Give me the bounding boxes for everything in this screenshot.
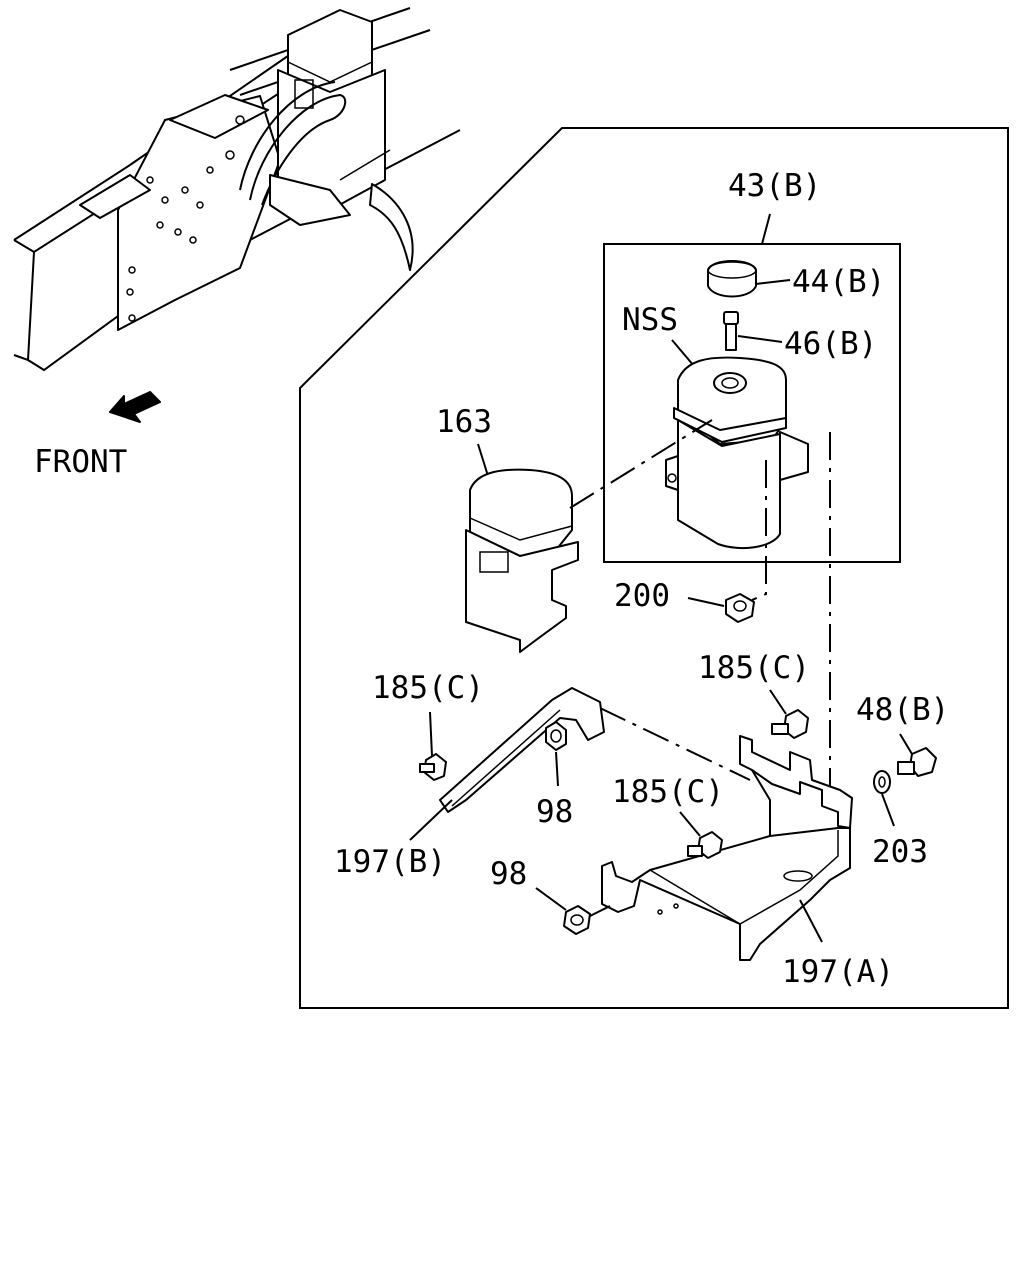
label-44b: 44(B) <box>792 264 885 300</box>
nut-200: 200 <box>614 578 755 623</box>
label-48b: 48(B) <box>856 692 949 728</box>
label-nss: NSS <box>622 302 678 338</box>
front-direction-indicator: FRONT <box>34 391 161 480</box>
label-185c-left: 185(C) <box>372 670 484 706</box>
front-label: FRONT <box>34 444 127 480</box>
label-163: 163 <box>436 404 492 440</box>
label-197a: 197(A) <box>782 954 894 990</box>
label-185c-mid: 185(C) <box>612 774 724 810</box>
label-46b: 46(B) <box>784 326 877 362</box>
bolt-48b: 48(B) <box>856 692 949 777</box>
label-98-upper: 98 <box>536 794 573 830</box>
nut-98-lower: 98 <box>490 856 611 935</box>
front-arrow-icon <box>109 391 161 423</box>
label-200: 200 <box>614 578 670 614</box>
label-43b: 43(B) <box>728 168 821 204</box>
label-203: 203 <box>872 834 928 870</box>
bracket-197a: 197(A) <box>601 735 894 990</box>
cap-part: 44(B) <box>707 260 885 300</box>
bolt-185c-left: 185(C) <box>372 670 484 781</box>
nipple-part: 46(B) <box>723 311 877 362</box>
bolt-185c-right: 185(C) <box>698 650 810 739</box>
label-197b: 197(B) <box>334 844 446 880</box>
bracket-197b: 197(B) <box>334 687 605 880</box>
detail-view-frame <box>299 127 1009 1009</box>
assembly-group-box <box>603 243 901 563</box>
label-185c-right: 185(C) <box>698 650 810 686</box>
nut-98-upper: 98 <box>536 721 573 830</box>
reserve-tank: NSS <box>622 302 809 550</box>
washer-203: 203 <box>872 770 928 870</box>
chassis-overview <box>13 7 461 372</box>
label-98-lower: 98 <box>490 856 527 892</box>
bolt-185c-mid: 185(C) <box>612 774 724 859</box>
tank-cover: 163 <box>436 404 579 653</box>
